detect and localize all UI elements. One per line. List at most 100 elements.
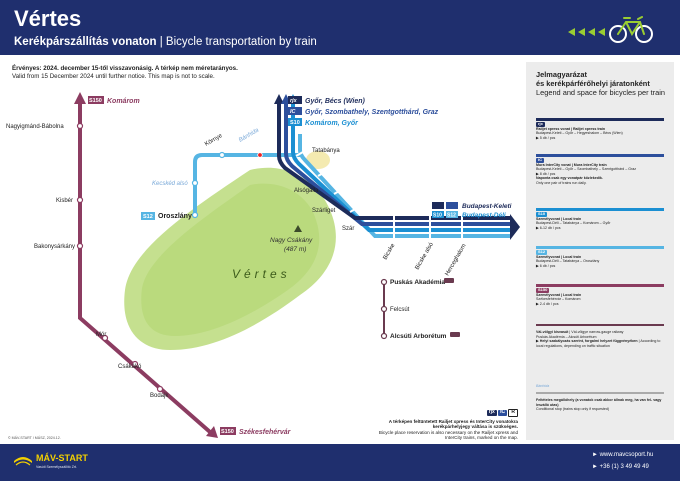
label-oroszlany: Oroszlány — [158, 213, 192, 220]
top-route-2: Győr, Szombathely, Szentgotthárd, Graz — [305, 109, 439, 116]
legend-ic-bar — [536, 154, 664, 157]
station-kecskedalso — [191, 179, 199, 187]
s12-branch-badge-text: S12 — [143, 214, 153, 220]
s12-branch-badge — [141, 212, 155, 220]
alcsut-train-icon — [450, 332, 460, 337]
legend-narrow-rule-en: According to local regulations, dependin… — [536, 339, 661, 348]
station-kornye — [218, 151, 226, 159]
label-szarliget: Szárliget — [312, 208, 336, 214]
legend-s12-tag: S12 — [536, 249, 548, 255]
s150-stations — [76, 122, 164, 393]
label-bodajk: Bodajk — [150, 393, 169, 399]
station-puskas — [380, 278, 388, 286]
s150-north-arrow-icon — [74, 92, 86, 104]
station-oroszlany — [191, 211, 199, 219]
legend-s150-tag: S150 — [536, 287, 550, 293]
footer-web-text[interactable]: www.mavcsoport.hu — [599, 452, 654, 458]
footer-web[interactable]: ► www.mavcsoport.hu — [592, 452, 653, 458]
subtitle-hu: Kerékpárszállítás vonaton — [14, 36, 157, 48]
east-route-1: Budapest-Keleti — [462, 203, 512, 210]
top-rjx-badge-text: rjx — [290, 98, 298, 104]
rjx-main-line — [277, 102, 510, 220]
s150-south-badge-text: S150 — [221, 429, 234, 435]
legend-item-narrow: Vál-völgyi kisvasút | Vál-völgye narrow-… — [536, 330, 661, 348]
label-bicske: Bicske — [383, 242, 397, 261]
top-route-3: Komárom, Győr — [305, 120, 359, 127]
east-rjx-badge — [432, 202, 444, 209]
legend-title-hu2: és kerékpárférőhelyi járatonként — [536, 79, 650, 88]
forest-label: Vértes — [232, 267, 291, 281]
peak-height: (487 m) — [284, 246, 306, 253]
label-kecskedalso: Kecskéd alsó — [152, 181, 188, 187]
legend-ic-line: Budapest-Keleti – Győr – Szombathely – S… — [536, 167, 637, 172]
footer-logo: MÁV-START — [36, 453, 88, 463]
vertes-forest-inner — [141, 183, 320, 336]
label-felcsut: Felcsút — [390, 307, 410, 313]
peak-marker-icon — [294, 225, 302, 232]
east-arrow-icon — [510, 214, 520, 240]
station-alcsut — [380, 332, 388, 340]
label-bakonysarkany: Bakonysárkány — [34, 244, 75, 250]
reservation-note-en: Bicycle place reservation is also necess… — [378, 429, 518, 441]
legend-rjx-head: Railjet xpress vonat | Railjet xpress tr… — [536, 126, 606, 131]
note-rjx-icon: rjx — [486, 409, 497, 416]
reservation-note: rjx IC R A térképen feltüntetett Railjet… — [370, 409, 518, 441]
legend-narrow-rule-hu: Helyi szabályozás szerint, forgalmi hely… — [539, 339, 638, 344]
legend-s12-head: Személyvonat | Local train — [536, 254, 582, 259]
legend-title-en: Legend and space for bicycles per train — [536, 88, 666, 97]
east-s10-badge — [432, 211, 444, 218]
east-route-2: Budapest-Déli — [462, 212, 506, 219]
footer-phone-text[interactable]: +36 (1) 3 49 49 49 — [599, 464, 649, 470]
legend-ic-extra1: Naponta csak egy vonatpár közlekedik. — [536, 176, 603, 181]
station-banhida — [257, 152, 263, 158]
label-nagyigmand: Nagyigmánd-Bábolna — [6, 124, 64, 130]
legend-s150-head: Személyvonat | Local train — [536, 292, 582, 297]
label-tatabanya: Tatabánya — [312, 148, 340, 154]
legend-s150-line: Székesfehérvár – Komárom — [536, 297, 581, 302]
top-route-1: Győr, Bécs (Wien) — [305, 98, 366, 105]
footer-phone[interactable]: ► +36 (1) 3 49 49 49 — [592, 464, 649, 470]
note-reservation-icon: R — [508, 409, 518, 417]
label-kisber: Kisbér — [56, 198, 73, 204]
legend-ic-tag: IC — [536, 157, 544, 163]
validity-notice-hu: Érvényes: 2024. december 15-től visszavo… — [12, 65, 238, 72]
legend-s12-line: Budapest-Déli – Tatabánya – Oroszlány — [536, 259, 600, 264]
s150-south-label: Székesfehérvár — [239, 429, 292, 436]
s150-line — [78, 102, 212, 434]
legend-rjx-line: Budapest-Keleti – Győr – Hegyeshalom – B… — [536, 131, 623, 136]
legend-narrow-hu: Vál-völgyi kisvasút — [536, 330, 569, 334]
s10-main-line — [291, 102, 510, 232]
ic-main-line — [284, 102, 510, 226]
validity-notice-en: Valid from 15 December 2024 until furthe… — [12, 73, 215, 80]
legend-item-s10: S10 Személyvonat | Local train Budapest-… — [536, 211, 611, 230]
legend-ic-cap: 8 db / pcs — [539, 171, 556, 176]
legend-item-ic: IC Mura InterCity vonat | Mura InterCity… — [536, 157, 637, 185]
legend-request-name: Bánhida — [536, 384, 550, 388]
globe-icon: ► — [592, 452, 600, 458]
east-ic-badge — [446, 202, 458, 209]
top-s10-badge-text: S10 — [290, 120, 300, 126]
legend-s10-cap: 6-12 db / pcs — [539, 225, 561, 230]
legend-s10-line: Budapest-Déli – Tatabánya – Komárom – Gy… — [536, 221, 611, 226]
label-alsogalla: Alsógalla — [294, 188, 319, 194]
legend-request-hu: Feltételes megállóhely (a vonatok csak a… — [536, 398, 662, 407]
trunk-station-ticks — [295, 147, 463, 238]
puskas-train-icon — [444, 278, 454, 283]
page-subtitle: Kerékpárszállítás vonaton | Bicycle tran… — [14, 36, 317, 48]
label-alcsut: Alcsúti Arborétum — [390, 333, 447, 340]
copyright: © MÁV-START / MÁSZ, 2024.12. — [8, 436, 61, 440]
legend-title-hu: Jelmagyarázat — [536, 70, 587, 79]
legend-item-s12: S12 Személyvonat | Local train Budapest-… — [536, 249, 600, 268]
legend-narrow-line: Puskás Akadémia – Alcsúti Arborétum — [536, 334, 597, 339]
s150-north-badge — [88, 96, 104, 104]
s12-branch-line — [193, 153, 300, 215]
subtitle-en: Bicycle transportation by train — [165, 36, 317, 48]
note-ic-icon: IC — [498, 409, 508, 416]
legend-request-bar — [536, 392, 664, 394]
legend-request-en: Conditional stop (trains stop only if re… — [536, 407, 610, 412]
legend-s150-bar — [536, 284, 664, 287]
reservation-note-hu: A térképen feltüntetett Railjet xpress é… — [388, 418, 518, 430]
s12-main-line — [298, 134, 510, 238]
top-s10-badge — [288, 118, 302, 126]
legend-s150-cap: 2-4 db / pcs — [539, 301, 559, 306]
